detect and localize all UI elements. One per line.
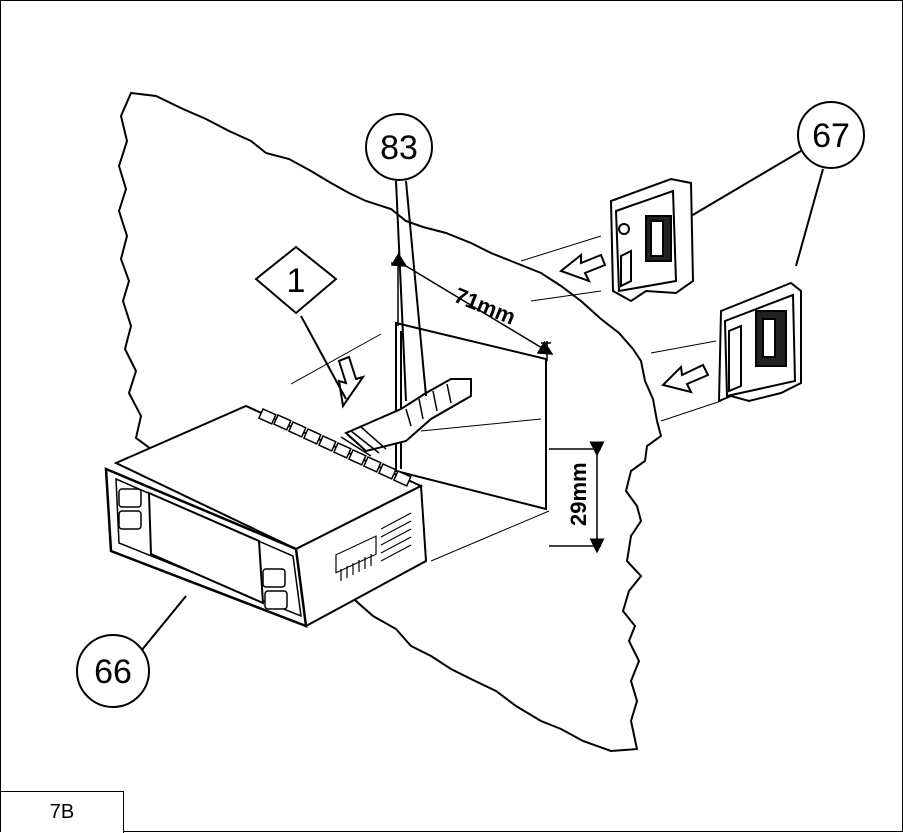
guide-lines bbox=[290, 235, 722, 562]
mounting-bracket-upper bbox=[609, 177, 695, 303]
callout-1: 1 bbox=[254, 245, 338, 315]
controller-device bbox=[104, 404, 428, 628]
mounting-bracket-lower bbox=[717, 281, 802, 403]
callout-1-label: 1 bbox=[287, 262, 306, 300]
callout-83: 83 bbox=[365, 113, 433, 181]
dimension-29mm: 29mm bbox=[549, 441, 605, 554]
insertion-arrow-lower bbox=[661, 363, 710, 394]
callout-67-label: 67 bbox=[812, 117, 850, 155]
callout-83-label: 83 bbox=[380, 129, 418, 167]
insertion-arrow-cables bbox=[337, 355, 366, 409]
leader-lines bbox=[140, 150, 824, 652]
callout-66-label: 66 bbox=[94, 653, 132, 691]
insertion-arrow-upper bbox=[558, 252, 607, 283]
dimension-height-label: 29mm bbox=[566, 462, 591, 526]
cable-harness bbox=[340, 378, 472, 457]
callout-66: 66 bbox=[76, 634, 150, 708]
callout-67: 67 bbox=[797, 101, 865, 169]
figure-label: 7B bbox=[1, 791, 124, 833]
